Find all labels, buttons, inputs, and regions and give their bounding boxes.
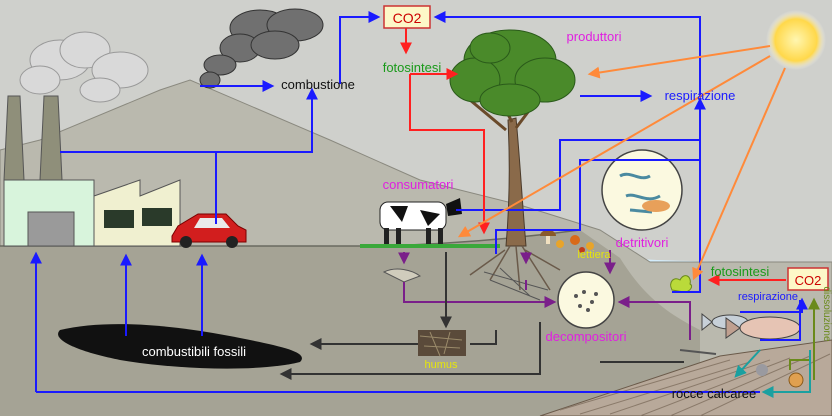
tree-roots [469,245,561,291]
fossil-fuel-deposit [58,324,302,369]
animal-remains [382,268,422,283]
rock-texture [559,353,831,416]
combustion-arrows [30,11,808,393]
respiration-land-label: respirazione [665,88,736,103]
photosynthesis-water-label: fotosintesi [711,264,770,279]
sunlight-arrows [457,45,786,281]
litter-label: lettiera [577,249,611,261]
plant-remains [483,267,549,301]
decomposers-inset [557,271,615,329]
co2-water-label: CO2 [795,273,822,288]
burial-arrows [279,252,684,380]
fossil-fuels-label: combustibili fossili [142,344,246,359]
humus-patch [418,330,466,356]
photosynthesis-land-label: fotosintesi [383,60,442,75]
sun [766,10,826,70]
sediment-arrows [734,349,811,398]
co2-atmosphere-label: CO2 [393,10,422,26]
factory [3,95,181,247]
factory-smoke [19,31,149,103]
limestone-label: rocce calcaree [672,386,757,401]
soil [0,230,700,416]
rock-layer [539,339,832,416]
cow [379,198,462,244]
consumers-label: consumatori [383,177,454,192]
dissolution-arrows [789,297,820,380]
shell [788,372,804,388]
tree-canopy [449,29,576,117]
detritivores-inset [601,149,683,231]
producers-label: produttori [567,29,622,44]
car [171,213,247,248]
litter [556,235,594,253]
respiration-water-label: respirazione [738,291,798,303]
aquatic-plant [670,275,693,293]
humus-label: humus [424,359,458,371]
detritivores-label: detritivori [616,235,669,250]
co2-box-atmosphere [383,5,431,29]
shell [756,364,768,376]
volcano-smoke [199,8,324,89]
tree-trunk [505,117,527,247]
dissolution-label: dissoluzione [821,286,832,341]
decomposers-label: decompositori [546,329,627,344]
decomposition-arrows [398,250,691,340]
marine-remains [679,349,717,355]
combustion-label: combustione [281,77,355,92]
co2-box-water [787,267,829,291]
